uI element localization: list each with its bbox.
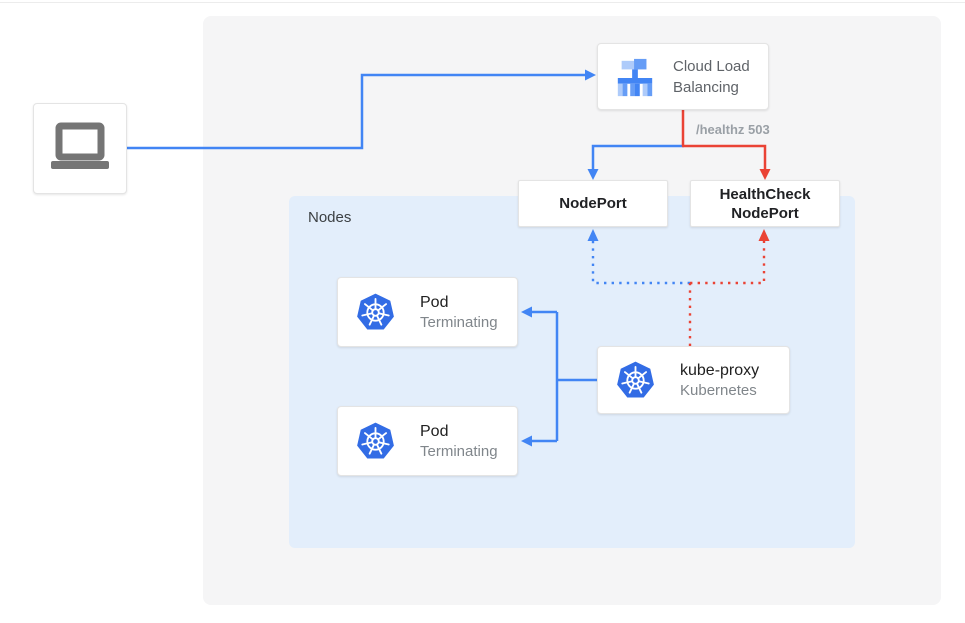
kube-proxy-subtitle: Kubernetes — [680, 381, 757, 399]
nodeport-node: NodePort — [518, 180, 668, 227]
pod-terminating-node-2: Pod Terminating — [337, 406, 518, 476]
pod-title: Pod — [420, 422, 449, 440]
cloud-load-balancing-node: Cloud Load Balancing — [597, 43, 769, 110]
load-balancer-icon — [617, 58, 653, 97]
pod-terminating-node-1: Pod Terminating — [337, 277, 518, 347]
kubernetes-icon — [355, 421, 396, 462]
healthz-status-label: /healthz 503 — [696, 122, 770, 137]
healthcheck-nodeport-node: HealthCheck NodePort — [690, 180, 840, 227]
healthcheck-nodeport-label: HealthCheck NodePort — [719, 185, 811, 222]
nodeport-label: NodePort — [559, 195, 627, 212]
laptop-icon — [51, 122, 109, 169]
client-node — [33, 103, 127, 194]
pod-status: Terminating — [420, 442, 498, 460]
kube-proxy-node: kube-proxy Kubernetes — [597, 346, 790, 414]
kubernetes-icon — [355, 292, 396, 333]
kubernetes-icon — [615, 360, 656, 401]
pod-status: Terminating — [420, 313, 498, 331]
nodes-group-label: Nodes — [308, 209, 352, 226]
cloud-load-balancing-label: Cloud Load Balancing — [673, 58, 750, 96]
pod-title: Pod — [420, 293, 449, 311]
top-divider — [0, 2, 965, 3]
kube-proxy-title: kube-proxy — [680, 361, 760, 379]
